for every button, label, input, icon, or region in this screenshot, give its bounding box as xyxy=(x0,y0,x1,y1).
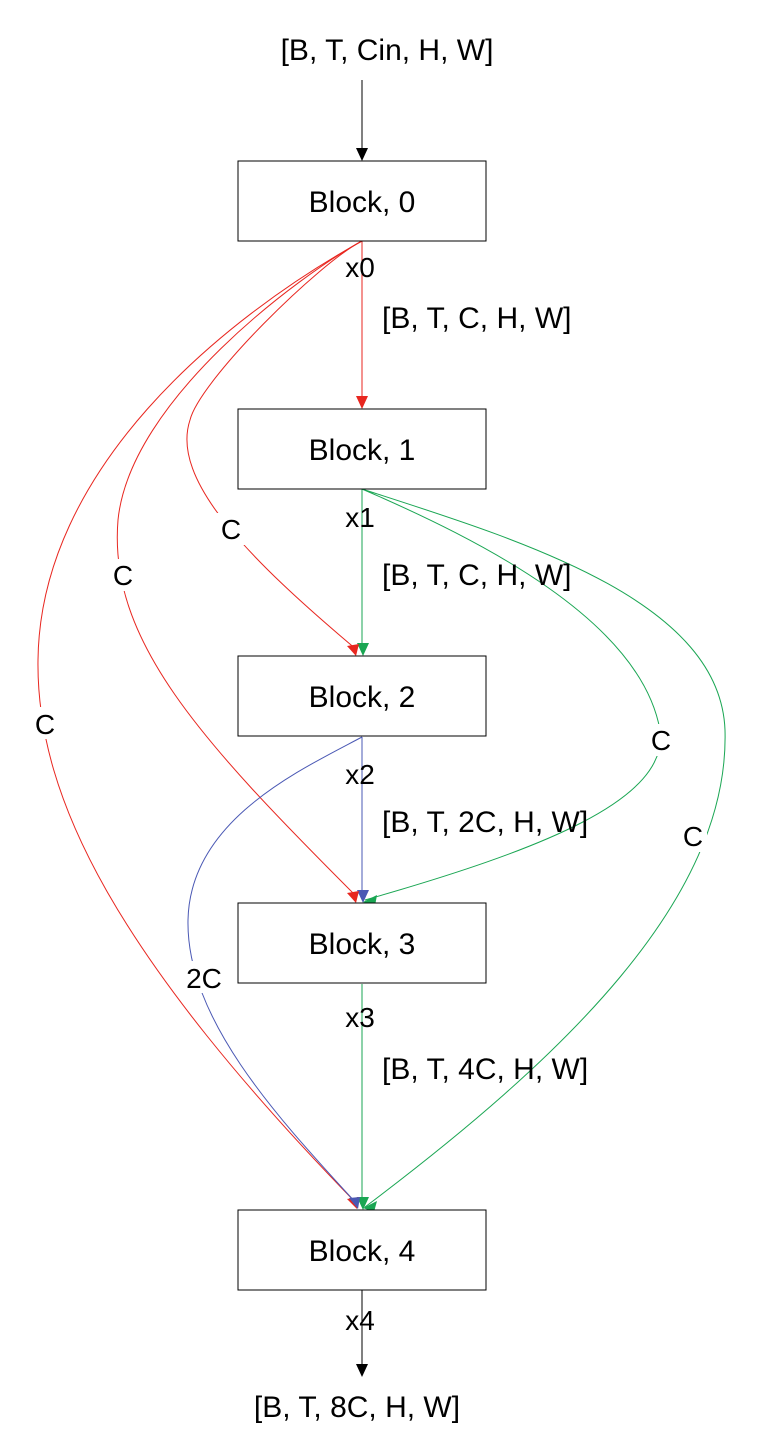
output-shape-label: [B, T, 8C, H, W] xyxy=(254,1391,460,1424)
output-arrowhead xyxy=(356,1364,368,1377)
arrowhead-skip-1-to-4 xyxy=(363,1201,377,1212)
skip-edge-0-to-4 xyxy=(37,240,363,1205)
block-1-label: Block, 1 xyxy=(309,434,416,467)
block-1: Block, 1 xyxy=(237,408,487,490)
block-0-label: Block, 0 xyxy=(309,186,416,219)
arrowhead-1-to-2 xyxy=(357,643,369,656)
skip-connections xyxy=(37,240,726,1208)
skip-edge-1-to-4 xyxy=(361,488,726,1208)
skip-label-1-to-3: C xyxy=(651,725,671,756)
blocks: Block, 0 Block, 1 Block, 2 Block, 3 Bloc… xyxy=(237,160,487,1291)
skip-label-2-to-4: 2C xyxy=(186,963,222,994)
block-0: Block, 0 xyxy=(237,160,487,242)
skip-edge-0-to-3 xyxy=(116,240,363,898)
block-0-output-shape: [B, T, C, H, W] xyxy=(382,302,571,335)
block-3: Block, 3 xyxy=(237,902,487,984)
skip-labels: C C C C C 2C xyxy=(31,513,707,994)
arrowhead-3-to-4 xyxy=(357,1197,369,1210)
skip-edge-2-to-4 xyxy=(187,736,363,1205)
x2-label: x2 xyxy=(345,759,375,790)
arrowhead-2-to-3 xyxy=(357,890,369,903)
block-2-output-shape: [B, T, 2C, H, W] xyxy=(382,806,588,839)
skip-label-0-to-4: C xyxy=(35,709,55,740)
skip-edge-0-to-2 xyxy=(186,240,363,651)
block-4-label: Block, 4 xyxy=(309,1235,416,1268)
block-4: Block, 4 xyxy=(237,1209,487,1291)
arrowhead-skip-0-to-3 xyxy=(347,891,359,903)
input-arrowhead xyxy=(356,148,368,161)
skip-label-0-to-2: C xyxy=(221,514,241,545)
arrowhead-skip-2-to-4 xyxy=(349,1197,360,1209)
block-2-label: Block, 2 xyxy=(309,681,416,714)
block-3-output-shape: [B, T, 4C, H, W] xyxy=(382,1053,588,1086)
skip-label-1-to-4: C xyxy=(683,821,703,852)
skip-label-0-to-3: C xyxy=(113,560,133,591)
x0-label: x0 xyxy=(345,252,375,283)
arrowhead-skip-0-to-2 xyxy=(347,644,359,656)
block-2: Block, 2 xyxy=(237,655,487,737)
block-1-output-shape: [B, T, C, H, W] xyxy=(382,559,571,592)
x4-label: x4 xyxy=(345,1305,375,1336)
x1-label: x1 xyxy=(345,502,375,533)
main-arrows xyxy=(356,80,369,1377)
block-3-label: Block, 3 xyxy=(309,928,416,961)
arrowhead-0-to-1 xyxy=(356,396,368,409)
input-shape-label: [B, T, Cin, H, W] xyxy=(281,34,494,67)
x3-label: x3 xyxy=(345,1002,375,1033)
